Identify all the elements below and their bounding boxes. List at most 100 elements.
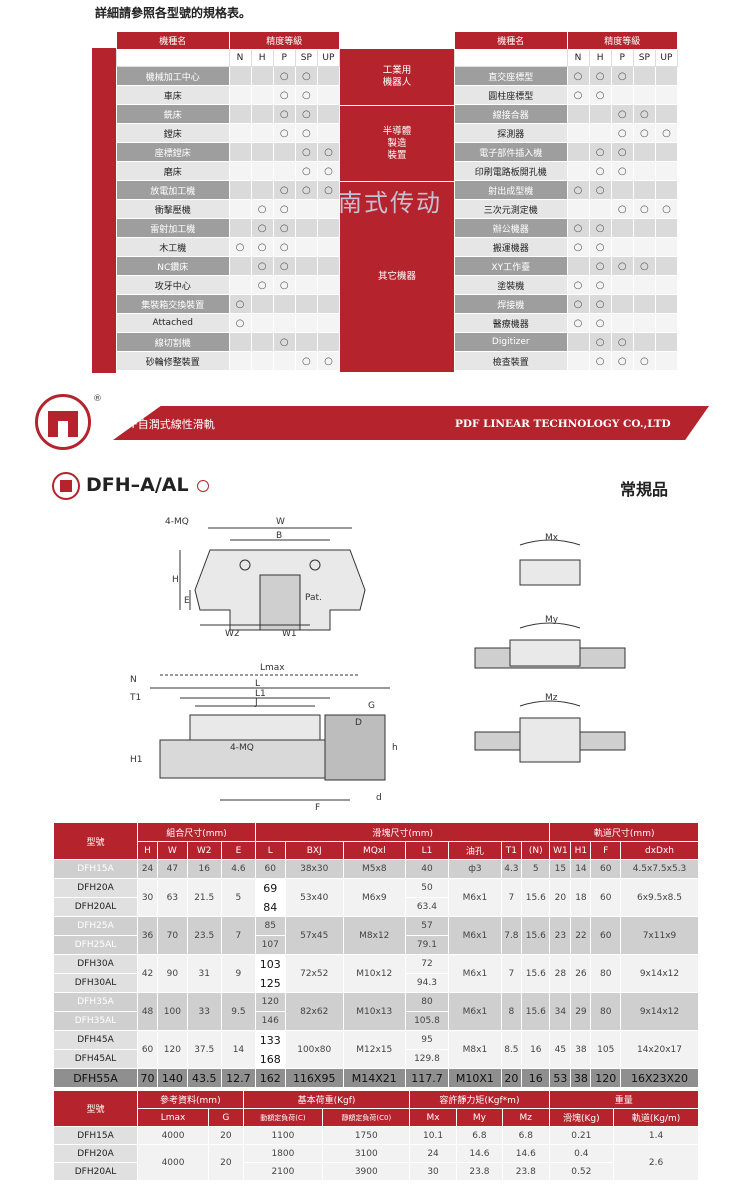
model-cell: DFH30A [53, 954, 138, 974]
data-cell: 0.21 [548, 1126, 615, 1145]
label-g: G [368, 701, 375, 711]
label-lmax: Lmax [260, 663, 285, 673]
data-cell: 120 [590, 1068, 621, 1088]
grade-mark: ○ [272, 275, 296, 295]
grade-mark [610, 275, 634, 295]
label-mx: Mx [545, 533, 559, 543]
banner-company: PDF LINEAR TECHNOLOGY CO.,LTD [455, 418, 671, 430]
grade-mark [610, 218, 634, 238]
col-header: W2 [186, 841, 222, 860]
data-cell: 23.8 [455, 1162, 504, 1181]
grade-mark: ○ [250, 199, 274, 219]
data-cell: 48 [136, 992, 159, 1031]
grade-mark [654, 85, 679, 105]
data-cell: 2.6 [613, 1144, 699, 1181]
grade-mark [654, 275, 679, 295]
group-header-row: 型號參考資料(mm)基本荷重(Kgf)容許靜力矩(Kgf*m)重量 [53, 1090, 699, 1127]
col-header: F [590, 841, 621, 860]
grade-mark: ○ [566, 313, 590, 333]
table-row: 電子部件插入機○○ [454, 142, 679, 162]
grade-mark: ○ [294, 85, 318, 105]
watermark: 南式传动 [338, 189, 442, 217]
model-cell: DFH25A [53, 916, 138, 936]
label-j: J [254, 698, 258, 708]
model-cell: DFH20AL [53, 1162, 138, 1181]
grade-mark: ○ [272, 332, 296, 352]
data-cell: 7 [500, 878, 523, 917]
grade-mark [250, 180, 274, 200]
table-row: 檢查裝置○○○ [454, 351, 679, 371]
data-cell: 31 [186, 954, 222, 993]
data-cell: 3100 [322, 1144, 411, 1163]
data-cell: 14 [570, 859, 592, 879]
grade-mark [228, 142, 252, 162]
data-cell: 33 [186, 992, 222, 1031]
grade-mark: ○ [632, 351, 656, 371]
grade-mark [632, 294, 656, 314]
grade-mark [294, 332, 318, 352]
grade-mark [654, 66, 679, 86]
data-cell: 15 [549, 859, 572, 879]
data-cell: 14.6 [455, 1144, 504, 1163]
banner-title: DF自潤式線性滑軌 [123, 418, 215, 431]
table-row: 衝擊壓機○○ [116, 199, 341, 219]
grade-mark [294, 275, 318, 295]
label-w2: W2 [225, 629, 240, 639]
grade-mark [294, 237, 318, 257]
table-row: Attached○ [116, 313, 341, 333]
section-banner: ® DF自潤式線性滑軌 PDF LINEAR TECHNOLOGY CO.,LT… [35, 394, 709, 450]
data-cell: 1750 [322, 1126, 411, 1145]
grade-mark [316, 237, 341, 257]
grade-mark: ○ [294, 180, 318, 200]
grade-mark [654, 237, 679, 257]
model-cell: DFH20A [53, 878, 138, 898]
grade-mark [654, 142, 679, 162]
data-cell: 15.6 [521, 992, 551, 1031]
grade-mark [250, 351, 274, 371]
data-cell: 12.7 [220, 1068, 257, 1088]
data-cell: 8.5 [500, 1030, 523, 1069]
data-cell: 23 [549, 916, 572, 955]
data-cell: 80 [404, 992, 450, 1012]
data-cell: 9x14x12 [619, 954, 700, 993]
grade-mark [316, 256, 341, 276]
label-e: E [184, 596, 190, 606]
grade-mark: ○ [228, 237, 252, 257]
table-row: 搬運機器○○ [454, 237, 679, 257]
grade-mark [588, 104, 612, 124]
col-header: Mx [409, 1108, 457, 1127]
grade-mark [632, 332, 656, 352]
data-cell: 0.4 [548, 1144, 615, 1163]
data-cell: 22 [570, 916, 592, 955]
table-row: 醫療機器○○ [454, 313, 679, 333]
table-row: 圓柱座標型○○ [454, 85, 679, 105]
machine-name: 線接合器 [454, 104, 568, 124]
grade-mark: ○ [654, 123, 679, 143]
data-cell: 70 [136, 1068, 159, 1088]
data-cell: 18 [570, 878, 592, 917]
data-cell: 45 [549, 1030, 572, 1069]
col-header: 軌道(Kg/m) [613, 1108, 699, 1127]
data-cell: 80 [590, 992, 621, 1031]
model-cell: DFH45A [53, 1030, 138, 1050]
col-header: (N) [521, 841, 551, 860]
table-row: 機械加工中心○○ [116, 66, 341, 86]
grade-mark [250, 161, 274, 181]
table-row: 探測器○○○ [454, 123, 679, 143]
machine-name: 三次元測定機 [454, 199, 568, 219]
grade-col-p: P [610, 49, 634, 67]
grade-mark: ○ [566, 180, 590, 200]
grade-col-h: H [250, 49, 274, 67]
registered-mark: ® [93, 394, 102, 404]
model-cell: DFH15A [53, 1126, 138, 1145]
label-pat: Pat. [305, 593, 322, 603]
data-cell: 28 [549, 954, 572, 993]
data-cell: 72x52 [284, 954, 344, 993]
data-cell: M14X21 [342, 1068, 406, 1088]
data-cell: M6x9 [342, 878, 406, 917]
data-cell: M10x13 [342, 992, 406, 1031]
model-cell: DFH20A [53, 1144, 138, 1163]
